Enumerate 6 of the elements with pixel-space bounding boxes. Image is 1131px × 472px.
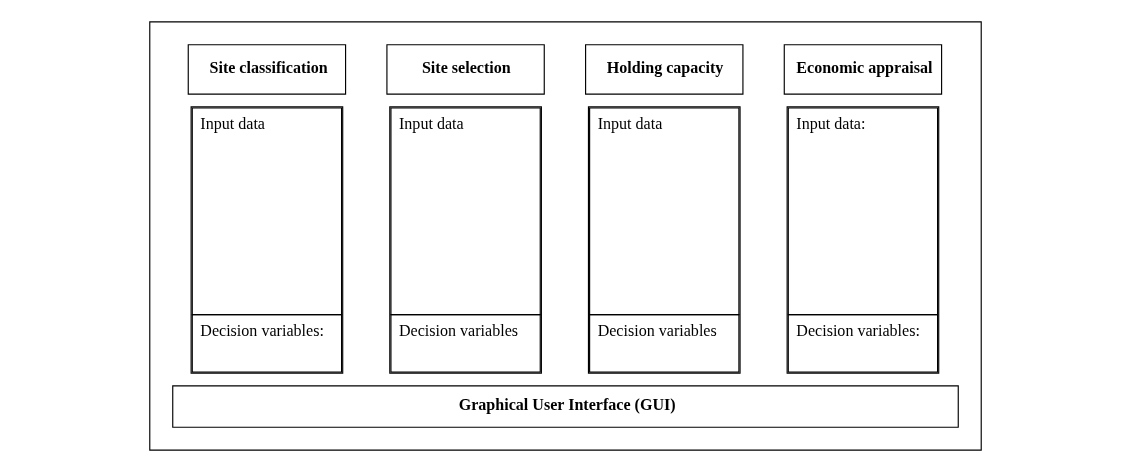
node-box: Site selection [386,44,545,95]
node-box: Holding capacity [585,44,744,95]
node-box: Graphical User Interface (GUI) [172,385,959,428]
node-box: Site classification [187,44,347,95]
node-box: Economic appraisal [783,44,943,95]
cluster [149,21,982,451]
